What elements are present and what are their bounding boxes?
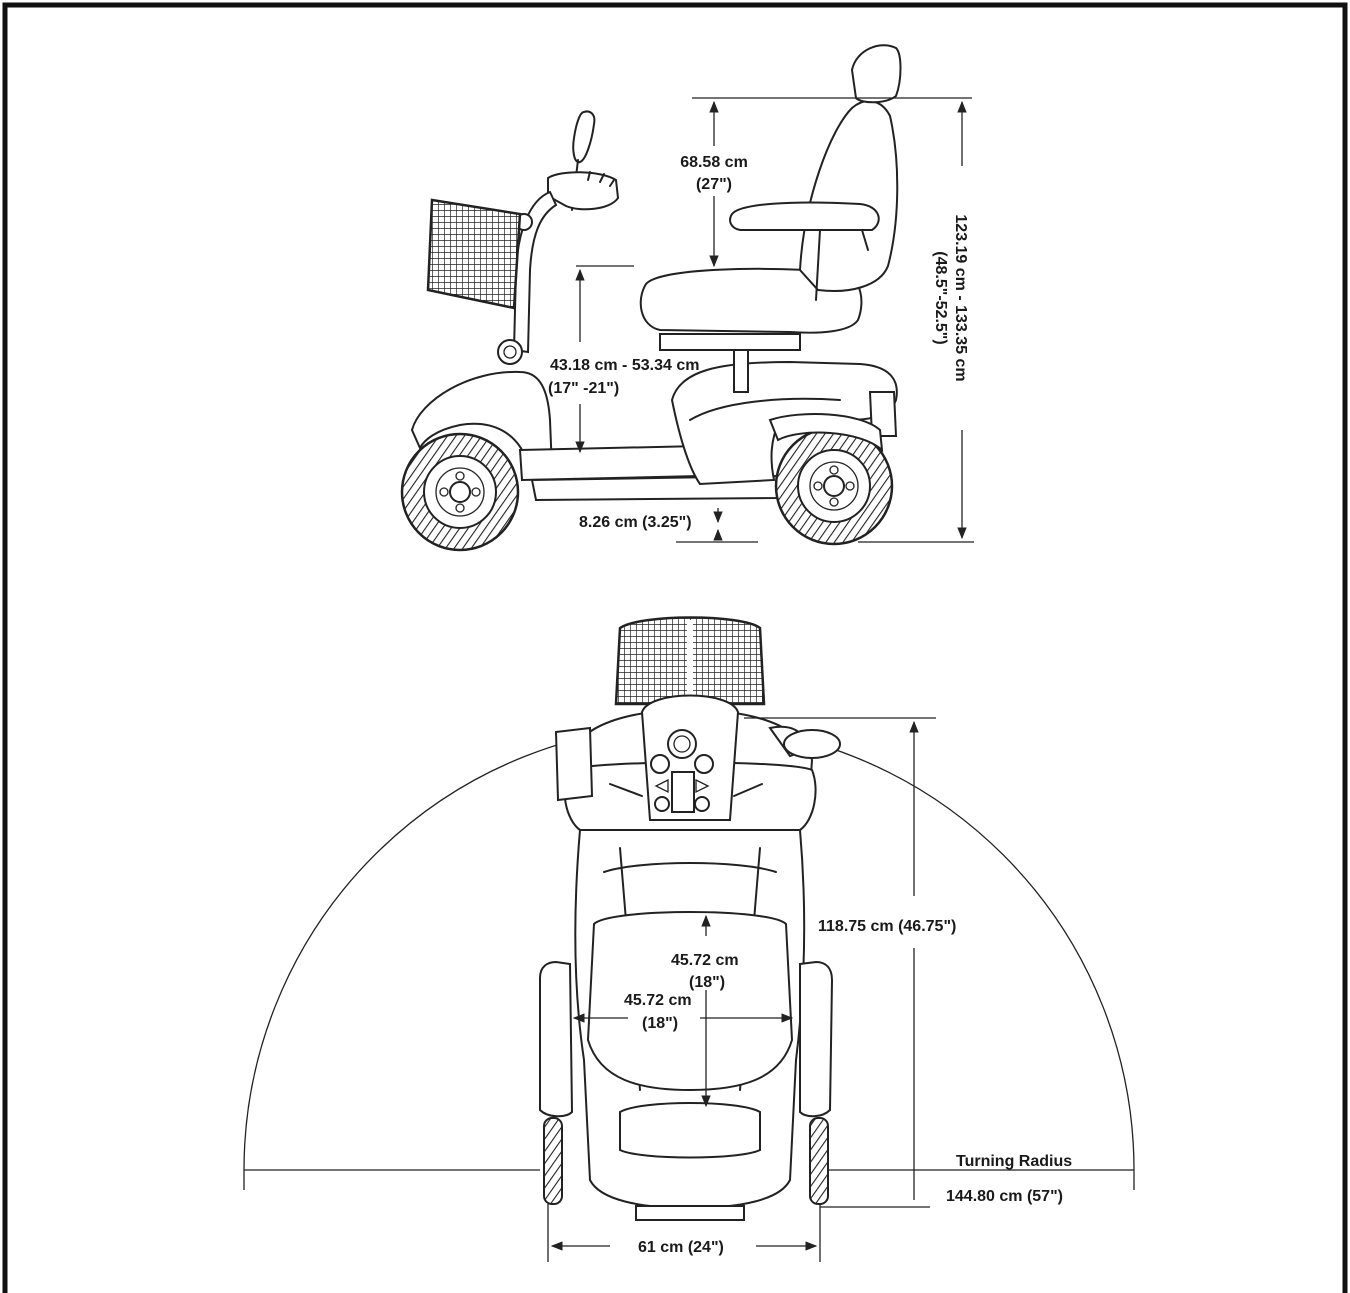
speed-dial-icon [667,729,697,759]
top-seat [586,911,794,1092]
side-dimension-lines [575,97,974,543]
seat-cushion [639,267,863,334]
seat-height-line2: (17" -21") [548,380,619,397]
backrest-height-line2: (27") [696,176,732,193]
top-dimension-lines [547,717,936,1262]
right-signal-icon [695,778,710,794]
scooter-side-view [400,44,902,552]
left-signal-icon [654,778,669,794]
seat-backrest [798,100,899,292]
left-rear-wheel [543,1117,563,1205]
left-armrest [539,960,574,1118]
front-wheel [400,432,520,552]
horn-button-icon [694,754,714,774]
overall-height-line1: 123.19 cm - 133.35 cm [952,214,969,381]
seat-width-line1: 45.72 cm [624,992,692,1009]
overall-height-line2: (48.5"-52.5") [932,251,949,344]
headrest [850,44,902,104]
scooter-top-view [539,616,841,1221]
armrest [729,201,880,231]
seat-height-line1: 43.18 cm - 53.34 cm [550,357,699,374]
turning-radius-value: 144.80 cm (57") [946,1188,1063,1205]
right-armrest [799,960,834,1118]
power-button-icon [650,754,670,774]
ground-clearance-label: 8.26 cm (3.25") [579,514,692,531]
right-rear-wheel [809,1117,829,1205]
seat-depth-line1: 45.72 cm [671,952,739,969]
floorboard [518,444,701,482]
tiller-head [547,171,620,211]
key-slot-icon [671,771,695,813]
cup-holder-icon [783,729,841,759]
control-console [640,694,740,821]
seat-width-line2: (18") [642,1015,678,1032]
basket-icon [426,198,522,310]
backrest-height-line1: 68.58 cm [680,154,748,171]
front-shroud [410,370,554,471]
overall-length-label: 118.75 cm (46.75") [818,918,956,935]
seat-depth-line2: (18") [689,974,725,991]
rear-bumper [619,1102,761,1159]
turning-radius-label: Turning Radius [956,1153,1072,1170]
overall-width-label: 61 cm (24") [638,1239,724,1256]
